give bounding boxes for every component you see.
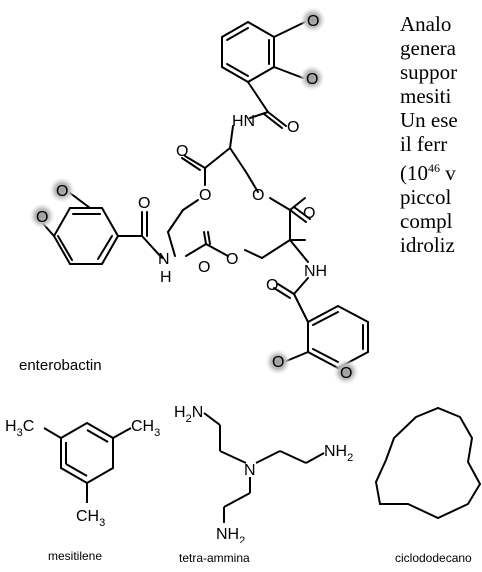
atom-o: O xyxy=(226,251,238,268)
tetra-ammina-label: tetra-ammina xyxy=(179,551,250,565)
atom-o: O xyxy=(266,277,278,294)
paragraph-line: piccol xyxy=(400,185,452,209)
enterobactin-label: enterobactin xyxy=(19,357,102,374)
methyl-right: CH3 xyxy=(131,418,160,439)
atom-o: O xyxy=(252,187,264,204)
ciclododecano-structure xyxy=(374,406,482,520)
methyl-bottom: CH3 xyxy=(76,508,105,529)
atom-o: O xyxy=(138,195,150,212)
atom-o: O xyxy=(303,205,315,222)
amine-h2n: H2N xyxy=(174,404,203,425)
paragraph-line: suppor xyxy=(400,60,458,84)
mesitilene-structure: H3C CH3 CH3 xyxy=(5,418,160,529)
atom-h: H xyxy=(160,269,172,286)
paragraph-line: compl xyxy=(400,209,453,233)
amine-nh2-right: NH2 xyxy=(324,443,353,464)
atom-o: O xyxy=(176,143,188,160)
atom-o: O xyxy=(198,259,210,276)
mesitilene-label: mesitilene xyxy=(48,549,103,563)
paragraph-line: il ferr xyxy=(400,132,448,156)
paragraph-line: Analo xyxy=(400,12,452,36)
paragraph-line-with-exponent: (1046 v xyxy=(400,161,456,185)
paragraph-line: Un ese xyxy=(400,108,458,132)
atom-o: O xyxy=(307,13,319,30)
tetra-ammina-structure: H2N N NH2 NH2 xyxy=(174,404,353,543)
atom-o: O xyxy=(36,209,48,226)
paragraph-line: idroliz xyxy=(400,233,455,257)
ciclododecano-label: ciclododecano xyxy=(395,551,472,565)
atom-o: O xyxy=(287,119,299,136)
atom-hn: HN xyxy=(232,113,255,130)
atom-nh: NH xyxy=(304,263,327,280)
atom-o: O xyxy=(199,187,211,204)
atom-o: O xyxy=(56,183,68,200)
paragraph-line: genera xyxy=(400,36,456,60)
atom-o: O xyxy=(340,365,352,382)
amine-nh2-bottom: NH2 xyxy=(216,526,245,543)
methyl-left: H3C xyxy=(5,418,34,439)
atom-o: O xyxy=(272,354,284,371)
enterobactin-structure: O O HN O O O O O O O O N H O O NH O O O xyxy=(30,8,369,384)
body-paragraph: Analo genera suppor mesiti Un ese il fer… xyxy=(400,12,482,257)
atom-n: N xyxy=(158,251,170,268)
paragraph-line: mesiti xyxy=(400,84,452,108)
central-n: N xyxy=(244,462,256,479)
atom-o: O xyxy=(306,71,318,88)
